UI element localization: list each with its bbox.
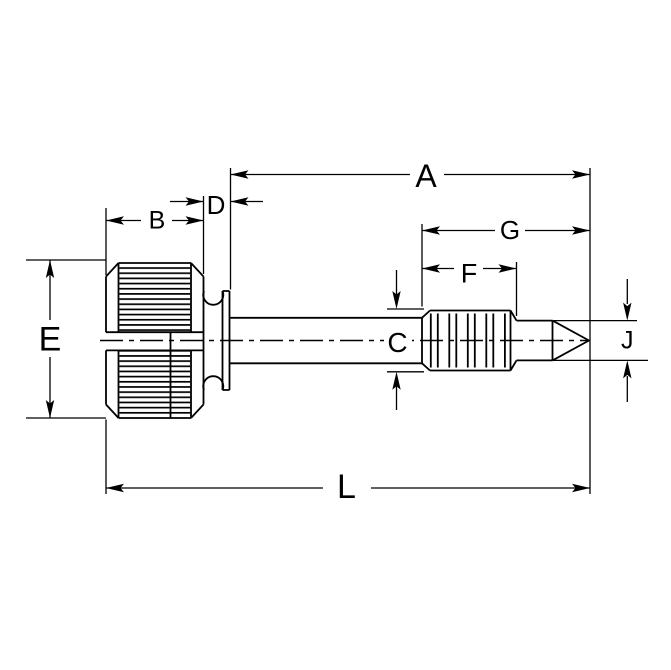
- dim-F: F: [422, 259, 517, 289]
- dim-D: D: [170, 190, 263, 220]
- slot-lines: [106, 331, 204, 418]
- dim-label-A: A: [415, 158, 437, 194]
- dim-label-E: E: [39, 321, 62, 359]
- dim-B: B: [106, 207, 204, 235]
- dim-E: E: [39, 260, 62, 418]
- dim-label-L: L: [337, 468, 356, 506]
- dim-A: A: [230, 158, 590, 194]
- dim-label-B: B: [149, 207, 166, 235]
- dim-label-G: G: [500, 215, 520, 245]
- head-outline: [105, 262, 205, 419]
- dim-L: L: [106, 468, 590, 506]
- slot-opening: [104, 333, 202, 350]
- dim-J: J: [621, 279, 634, 402]
- dim-label-C: C: [387, 327, 407, 358]
- label-backdrop: [384, 328, 412, 354]
- dim-label-D: D: [207, 190, 226, 220]
- dim-label-J: J: [621, 327, 634, 355]
- extension-lines: [26, 168, 648, 494]
- dim-label-F: F: [461, 259, 478, 289]
- dim-C: C: [384, 270, 412, 410]
- dim-G: G: [422, 215, 590, 245]
- cone-point: [552, 319, 590, 362]
